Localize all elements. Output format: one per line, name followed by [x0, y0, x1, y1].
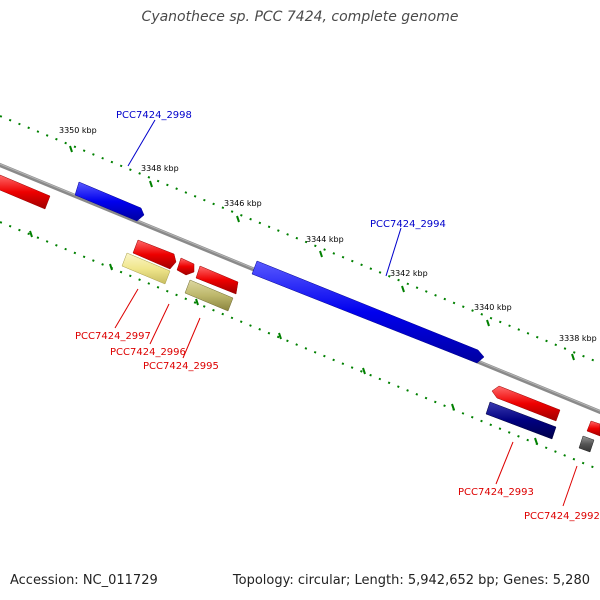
inner-major-ticks [29, 230, 538, 445]
scale-label-3346: 3346 kbp [224, 199, 262, 208]
gene-label-2994[interactable]: PCC7424_2994 [370, 219, 446, 230]
gene-label-2996[interactable]: PCC7424_2996 [110, 347, 186, 358]
gene-feature-forward-edge[interactable] [0, 174, 51, 210]
outer-tick-band [0, 115, 600, 364]
inner-tick-band [0, 221, 600, 471]
genome-summary-text: Topology: circular; Length: 5,942,652 bp… [232, 573, 590, 588]
gene-feature-pcc7424-2997[interactable] [132, 239, 177, 270]
gene-feature-pcc7424-2993[interactable] [485, 401, 557, 440]
gene-label-2998[interactable]: PCC7424_2998 [116, 110, 192, 121]
gene-feature-pcc7424-2994[interactable] [251, 260, 485, 364]
gene-label-2992[interactable]: PCC7424_2992 [524, 511, 600, 522]
scale-label-3340: 3340 kbp [474, 303, 512, 312]
map-title: Cyanothece sp. PCC 7424, complete genome [141, 9, 459, 25]
gene-label-2993[interactable]: PCC7424_2993 [458, 487, 534, 498]
accession-text: Accession: NC_011729 [10, 573, 158, 588]
outer-major-ticks [69, 145, 575, 361]
gene-feature-pcc7424-2996[interactable] [121, 252, 171, 285]
scale-label-3350: 3350 kbp [59, 126, 97, 135]
scale-label-3338: 3338 kbp [559, 334, 597, 343]
label-leaders [114, 119, 578, 507]
gene-feature-pcc7424-2993-red[interactable] [491, 385, 561, 422]
scale-label-3348: 3348 kbp [141, 164, 179, 173]
gene-label-2997[interactable]: PCC7424_2997 [75, 331, 151, 342]
gene-feature-edge-red[interactable] [586, 420, 600, 437]
gene-feature-pcc7424-2995-red[interactable] [195, 265, 239, 295]
gene-feature-pcc7424-2995[interactable] [184, 279, 234, 312]
gene-feature-pcc7424-2998[interactable] [74, 181, 145, 222]
gene-label-2995[interactable]: PCC7424_2995 [143, 361, 219, 372]
gene-feature-pcc7424-2992[interactable] [578, 435, 595, 453]
scale-label-3342: 3342 kbp [390, 269, 428, 278]
gene-feature-small-red[interactable] [176, 257, 195, 276]
scale-label-3344: 3344 kbp [306, 235, 344, 244]
